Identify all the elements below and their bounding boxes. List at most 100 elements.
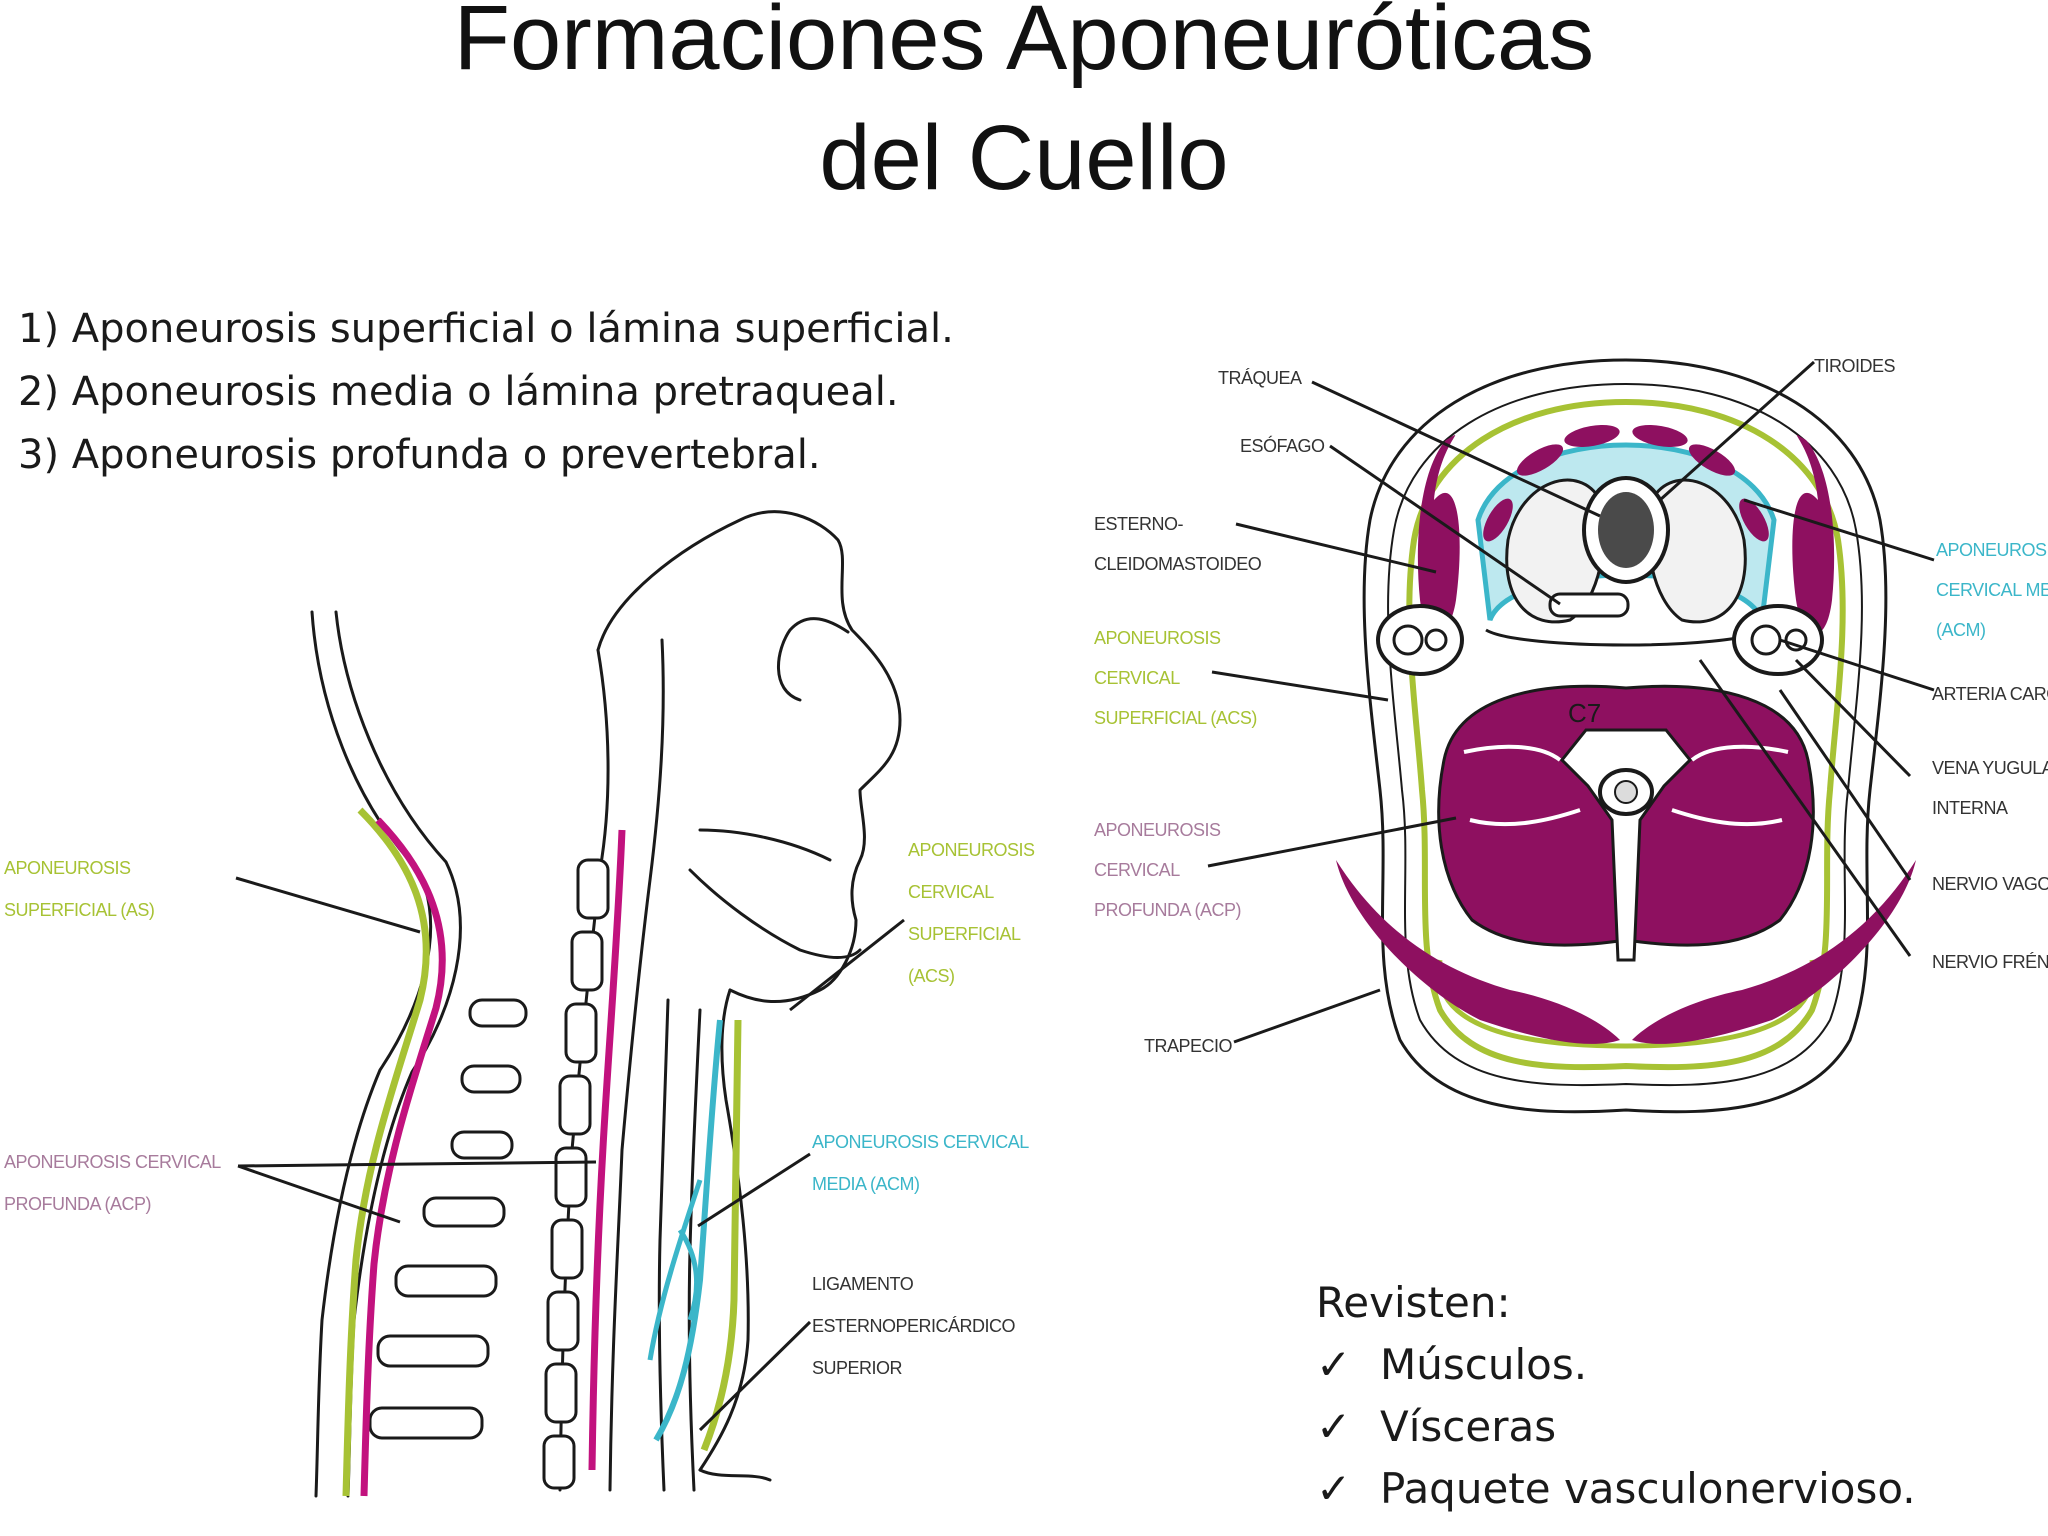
vertebra: [570, 930, 604, 992]
trachea-posterior: [657, 998, 670, 1492]
label-scm: ESTERNO-: [1094, 514, 1184, 534]
label-trapezius: TRAPECIO: [1144, 1036, 1233, 1056]
label-axial-acm: (ACM): [1936, 620, 1986, 640]
page-title: Formaciones Aponeuróticas del Cuello: [0, 0, 2048, 218]
superficial-fascia-line: [342, 807, 430, 1497]
muscle: [1564, 425, 1620, 447]
label-acp: APONEUROSIS CERVICAL: [4, 1152, 221, 1172]
pointer-line: [1794, 658, 1912, 778]
spinal-cord: [1614, 780, 1638, 804]
palate-outline: [698, 828, 832, 862]
list-item: ✓Vísceras: [1316, 1396, 1916, 1458]
muscle: [1632, 425, 1688, 447]
pointer-line: [1233, 988, 1381, 1044]
sternum-outline: [698, 1468, 772, 1482]
label-acs: APONEUROSIS: [908, 840, 1035, 860]
list-item: ✓ Paquete vasculonervioso.: [1316, 1458, 1916, 1520]
label-axial-acp: PROFUNDA (ACP): [1094, 900, 1241, 920]
vertebra: [576, 858, 610, 920]
middle-fascia-line: [653, 1019, 723, 1442]
spinous-process: [460, 1064, 522, 1094]
pointer-line: [1311, 380, 1601, 518]
spinous-process: [368, 1406, 484, 1440]
label-scm: CLEIDOMASTOIDEO: [1094, 554, 1262, 574]
axial-labels: TRÁQUEA ESÓFAGO TIROIDES ESTERNO- CLEIDO…: [1094, 356, 2048, 1056]
muscle: [1739, 498, 1769, 542]
sagittal-labels: APONEUROSIS SUPERFICIAL (AS) APONEUROSIS…: [4, 840, 1036, 1378]
pointer-line: [1779, 638, 1935, 692]
pointer-line: [237, 1160, 597, 1168]
pointer-line: [235, 876, 421, 934]
pointer-line: [789, 918, 905, 1012]
label-axial-acm: CERVICAL MEDIA: [1936, 580, 2048, 600]
pointer-line: [1743, 498, 1935, 562]
nasal-cavity-outline: [777, 617, 850, 702]
label-as: SUPERFICIAL (AS): [4, 900, 154, 920]
covers-heading: Revisten:: [1316, 1278, 1511, 1327]
trapezius-right: [1632, 860, 1916, 1044]
jugular-vein-right: [1784, 628, 1808, 652]
label-thyroid: TIROIDES: [1814, 356, 1896, 376]
label-phrenic: NERVIO FRÉNICO: [1932, 952, 2048, 972]
label-axial-acm: APONEUROSIS: [1936, 540, 2048, 560]
esophagus: [1548, 592, 1630, 618]
infrahyoid-muscles: [1483, 425, 1769, 542]
vertebra: [544, 1362, 578, 1424]
trachea-lumen: [1598, 492, 1654, 568]
muscle: [1688, 444, 1736, 476]
pointer-line: [697, 1152, 811, 1228]
label-acp: PROFUNDA (ACP): [4, 1194, 151, 1214]
vertebra: [546, 1290, 580, 1352]
muscle-septa: [1463, 744, 1789, 827]
carotid-sheath-right: [1732, 604, 1824, 676]
deep-fascia-lower-line: [1436, 959, 1816, 1049]
title-line-1: Formaciones Aponeuróticas: [453, 0, 1595, 89]
label-ligament: LIGAMENTO: [812, 1274, 914, 1294]
list-item-label: Músculos.: [1380, 1340, 1588, 1389]
label-ligament: SUPERIOR: [812, 1358, 903, 1378]
label-vagus: NERVIO VAGO: [1932, 874, 2048, 894]
label-esophagus: ESÓFAGO: [1240, 435, 1325, 456]
trapezius-left: [1336, 860, 1620, 1044]
spinous-process: [450, 1130, 514, 1160]
vertebra: [542, 1434, 576, 1490]
c7-vertebra: [1559, 728, 1693, 962]
carotid-sheath-left: [1376, 604, 1464, 676]
neck-front-outline: [698, 988, 750, 1472]
deep-fascia-posterior-line: [360, 817, 446, 1497]
pointer-line: [1698, 659, 1912, 957]
pointer-line: [1778, 689, 1912, 881]
list-item-label: Paquete vasculonervioso.: [1380, 1464, 1916, 1513]
axial-section-diagram: C7: [1336, 358, 1916, 1114]
vertebra: [550, 1218, 584, 1280]
pharynx-posterior-outline: [608, 638, 665, 1492]
pointer-line: [1658, 360, 1816, 502]
label-acs: SUPERFICIAL: [908, 924, 1021, 944]
carotid-artery-left: [1392, 624, 1424, 656]
muscle: [1516, 444, 1564, 476]
pointer-line: [698, 1320, 812, 1432]
neck-back-outline: [310, 610, 432, 1498]
list-item: 1) Aponeurosis superficial o lámina supe…: [18, 306, 954, 352]
spinous-process: [468, 998, 528, 1028]
sagittal-pointer-lines: [235, 876, 905, 1432]
label-axial-acs: APONEUROSIS: [1094, 628, 1221, 648]
spinous-process: [376, 1334, 490, 1368]
label-ligament: ESTERNOPERICÁRDICO: [812, 1316, 1016, 1336]
vertebra-label: C7: [1568, 698, 1601, 728]
aponeurosis-list: 1) Aponeurosis superficial o lámina supe…: [18, 298, 954, 487]
pointer-line: [1329, 444, 1561, 606]
vertebra: [558, 1074, 592, 1136]
label-acm: APONEUROSIS CERVICAL: [812, 1132, 1029, 1152]
check-icon: ✓: [1316, 1340, 1352, 1389]
label-jugular: INTERNA: [1932, 798, 2008, 818]
pointer-line: [1211, 670, 1389, 702]
pointer-line: [237, 1164, 401, 1224]
list-item: ✓ Músculos.: [1316, 1334, 1916, 1396]
subcutaneous-outline: [1387, 382, 1863, 1087]
check-icon: ✓: [1316, 1464, 1352, 1513]
label-carotid: ARTERIA CARÓTIDA: [1932, 683, 2048, 704]
superficial-fascia-ring: [1406, 398, 1846, 1071]
deep-fascia-prevertebral-line: [588, 829, 626, 1471]
